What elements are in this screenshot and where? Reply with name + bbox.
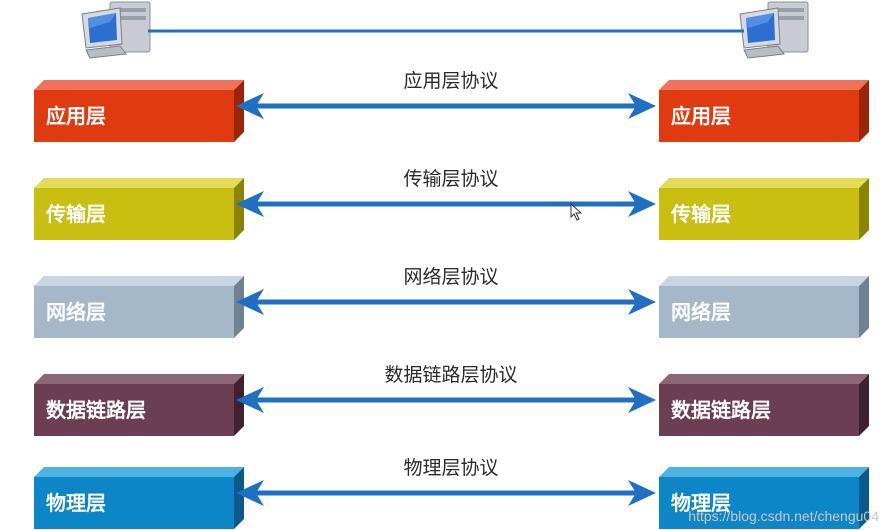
block-top-face: [659, 178, 869, 188]
host-connection-line: [148, 29, 744, 33]
block-side-face: [234, 276, 244, 338]
block-front-face: [659, 286, 859, 338]
right-layer-block: 应用层: [659, 80, 883, 142]
block-side-face: [234, 80, 244, 142]
left-layer-block: 物理层: [34, 467, 264, 529]
block-front-face: [659, 188, 859, 240]
block-front-face: [34, 286, 234, 338]
block-front-face: [34, 384, 234, 436]
right-layer-block: 网络层: [659, 276, 883, 338]
double-arrow-icon: [236, 288, 656, 320]
block-top-face: [659, 467, 869, 477]
block-side-face: [859, 276, 869, 338]
right-computer-icon: [738, 0, 810, 62]
double-arrow-icon: [236, 386, 656, 418]
cursor-icon: [570, 202, 584, 225]
block-front-face: [659, 90, 859, 142]
layer-name-label: 网络层: [46, 300, 106, 324]
left-layer-block: 数据链路层: [34, 374, 264, 436]
left-layer-block: 传输层: [34, 178, 264, 240]
protocol-label: 传输层协议: [403, 168, 499, 190]
double-arrow-icon: [236, 92, 656, 124]
block-top-face: [34, 80, 244, 90]
block-side-face: [859, 80, 869, 142]
block-front-face: [34, 188, 234, 240]
layer-name-label: 传输层: [671, 202, 731, 226]
left-layer-block: 应用层: [34, 80, 264, 142]
block-front-face: [34, 477, 234, 529]
block-top-face: [659, 80, 869, 90]
double-arrow-icon: [236, 190, 656, 222]
block-top-face: [659, 276, 869, 286]
protocol-label: 应用层协议: [403, 70, 499, 92]
block-top-face: [34, 276, 244, 286]
layer-name-label: 数据链路层: [671, 398, 771, 422]
layer-name-label: 网络层: [671, 300, 731, 324]
block-side-face: [859, 467, 869, 529]
layer-name-label: 应用层: [46, 104, 106, 128]
layer-name-label: 数据链路层: [46, 398, 146, 422]
block-top-face: [659, 374, 869, 384]
right-layer-block: 物理层: [659, 467, 883, 529]
block-top-face: [34, 374, 244, 384]
double-arrow-icon: [236, 479, 656, 511]
protocol-label: 网络层协议: [403, 266, 499, 288]
protocol-label: 数据链路层协议: [384, 364, 518, 386]
layer-name-label: 物理层: [46, 491, 106, 515]
protocol-label: 物理层协议: [403, 457, 499, 479]
block-front-face: [659, 477, 859, 529]
layer-name-label: 应用层: [671, 104, 731, 128]
right-layer-block: 传输层: [659, 178, 883, 240]
block-front-face: [34, 90, 234, 142]
block-side-face: [234, 467, 244, 529]
block-side-face: [859, 374, 869, 436]
right-layer-block: 数据链路层: [659, 374, 883, 436]
block-front-face: [659, 384, 859, 436]
block-top-face: [34, 178, 244, 188]
block-side-face: [859, 178, 869, 240]
watermark-text: https://blog.csdn.net/chengu04: [688, 508, 879, 524]
layer-name-label: 传输层: [46, 202, 106, 226]
left-computer-icon: [80, 0, 152, 62]
left-layer-block: 网络层: [34, 276, 264, 338]
layer-name-label: 物理层: [671, 491, 731, 515]
block-side-face: [234, 374, 244, 436]
block-top-face: [34, 467, 244, 477]
block-side-face: [234, 178, 244, 240]
